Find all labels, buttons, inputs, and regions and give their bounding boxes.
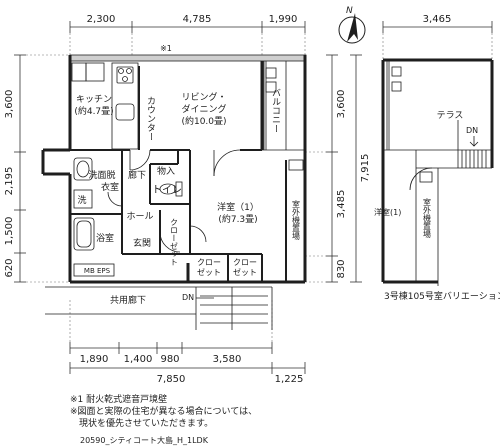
kitchen-fixtures xyxy=(71,62,139,150)
toilet-fixture xyxy=(159,181,183,197)
label-terrace: テラス xyxy=(437,110,464,121)
label-dn-variation: DN xyxy=(466,126,478,135)
dim-left-1: 3,600 xyxy=(4,90,15,119)
label-storage: 物入 xyxy=(157,165,175,177)
note-discrepancy-2: 現状を優先させていただきます。 xyxy=(70,419,214,429)
compass-north-label: N xyxy=(346,6,353,16)
dim-top-variation: 3,465 xyxy=(423,14,452,25)
dn-arrow-variation xyxy=(469,136,479,147)
label-closet-a2: ゼット xyxy=(197,267,221,277)
dim-left-2: 2,195 xyxy=(4,167,15,196)
dim-top-1: 2,300 xyxy=(87,14,116,25)
bath-fixtures xyxy=(73,157,95,251)
label-hall: ホール xyxy=(126,211,153,222)
variation-unit: テラス DN 洋室(1) 室外機置場 3号棟105号室バリエーション xyxy=(374,58,500,302)
label-washroom-1: 洗面脱 xyxy=(88,169,115,181)
dim-left-4: 620 xyxy=(4,258,15,277)
dim-right-2: 3,485 xyxy=(336,190,347,219)
compass: N xyxy=(338,6,366,44)
label-entrance: 玄関 xyxy=(133,237,151,249)
label-common-corridor: 共用廊下 xyxy=(110,294,146,306)
label-outdoor-unit: 室外機置場 xyxy=(292,199,301,241)
room-labels: キッチン (約4.7畳) カウンター リビング・ ダイニング (約10.0畳) … xyxy=(74,88,300,277)
label-living-area: (約10.0畳) xyxy=(181,115,226,127)
label-bedroom-area: (約7.3畳) xyxy=(218,213,257,225)
label-hall-corridor: 廊下 xyxy=(128,169,146,181)
dim-top-2: 4,785 xyxy=(183,14,212,25)
dimension-lines xyxy=(14,21,493,374)
note-discrepancy-1: ※図面と実際の住宅が異なる場合については、 xyxy=(70,407,258,417)
dim-right-1: 3,600 xyxy=(336,90,347,119)
fire-wall xyxy=(69,54,307,62)
dim-right-3: 830 xyxy=(336,259,347,278)
label-counter: カウンター xyxy=(145,96,156,141)
label-mb-eps: MB EPS xyxy=(84,267,111,275)
common-corridor-lines xyxy=(45,286,273,330)
label-closet-b2: ゼット xyxy=(233,267,257,277)
dim-bottom-3: 980 xyxy=(160,354,179,365)
fire-wall-marker: ※1 xyxy=(160,44,172,53)
dim-bottom-2: 1,400 xyxy=(124,354,153,365)
label-kitchen-area: (約4.7畳) xyxy=(74,105,113,117)
label-kitchen: キッチン xyxy=(76,94,112,105)
dim-bottom-4: 3,580 xyxy=(213,354,242,365)
label-variation-bedroom: 洋室(1) xyxy=(374,207,401,217)
label-balcony: バルコニー xyxy=(270,88,281,133)
label-toilet: トイレ xyxy=(152,185,182,196)
dim-bottom-1: 1,890 xyxy=(80,354,109,365)
label-bedroom: 洋室（1） xyxy=(217,201,259,213)
label-washroom-2: 衣室 xyxy=(101,181,119,193)
label-variation-outdoor-unit: 室外機置場 xyxy=(423,197,432,239)
main-unit: ※1 xyxy=(41,44,307,330)
door-swings xyxy=(107,149,241,253)
variation-caption: 3号棟105号室バリエーション xyxy=(384,290,500,302)
label-living-1: リビング・ xyxy=(181,91,226,103)
label-closet-vertical: クローゼット xyxy=(170,218,179,266)
dim-bottom-side: 1,225 xyxy=(275,374,304,385)
label-bathroom: 浴室 xyxy=(96,232,114,244)
label-washer: 洗 xyxy=(77,194,86,206)
plan-id: 20590_シティコート大島_H_1LDK xyxy=(80,436,208,445)
note-fire-wall: ※1 耐火乾式遮音戸境壁 xyxy=(70,395,168,405)
label-dn-main: DN xyxy=(182,293,194,302)
mb-eps-box xyxy=(73,263,115,277)
dim-right-total: 7,915 xyxy=(360,154,371,183)
dimension-labels: 2,300 4,785 1,990 3,465 3,600 2,195 1,50… xyxy=(4,14,451,385)
interior-walls xyxy=(70,66,287,282)
dim-left-3: 1,500 xyxy=(4,217,15,246)
label-closet-a1: クロー xyxy=(197,258,221,267)
dim-top-3: 1,990 xyxy=(269,14,298,25)
label-living-2: ダイニング xyxy=(181,103,226,115)
dim-bottom-total: 7,850 xyxy=(157,374,186,385)
label-closet-b1: クロー xyxy=(233,258,257,267)
